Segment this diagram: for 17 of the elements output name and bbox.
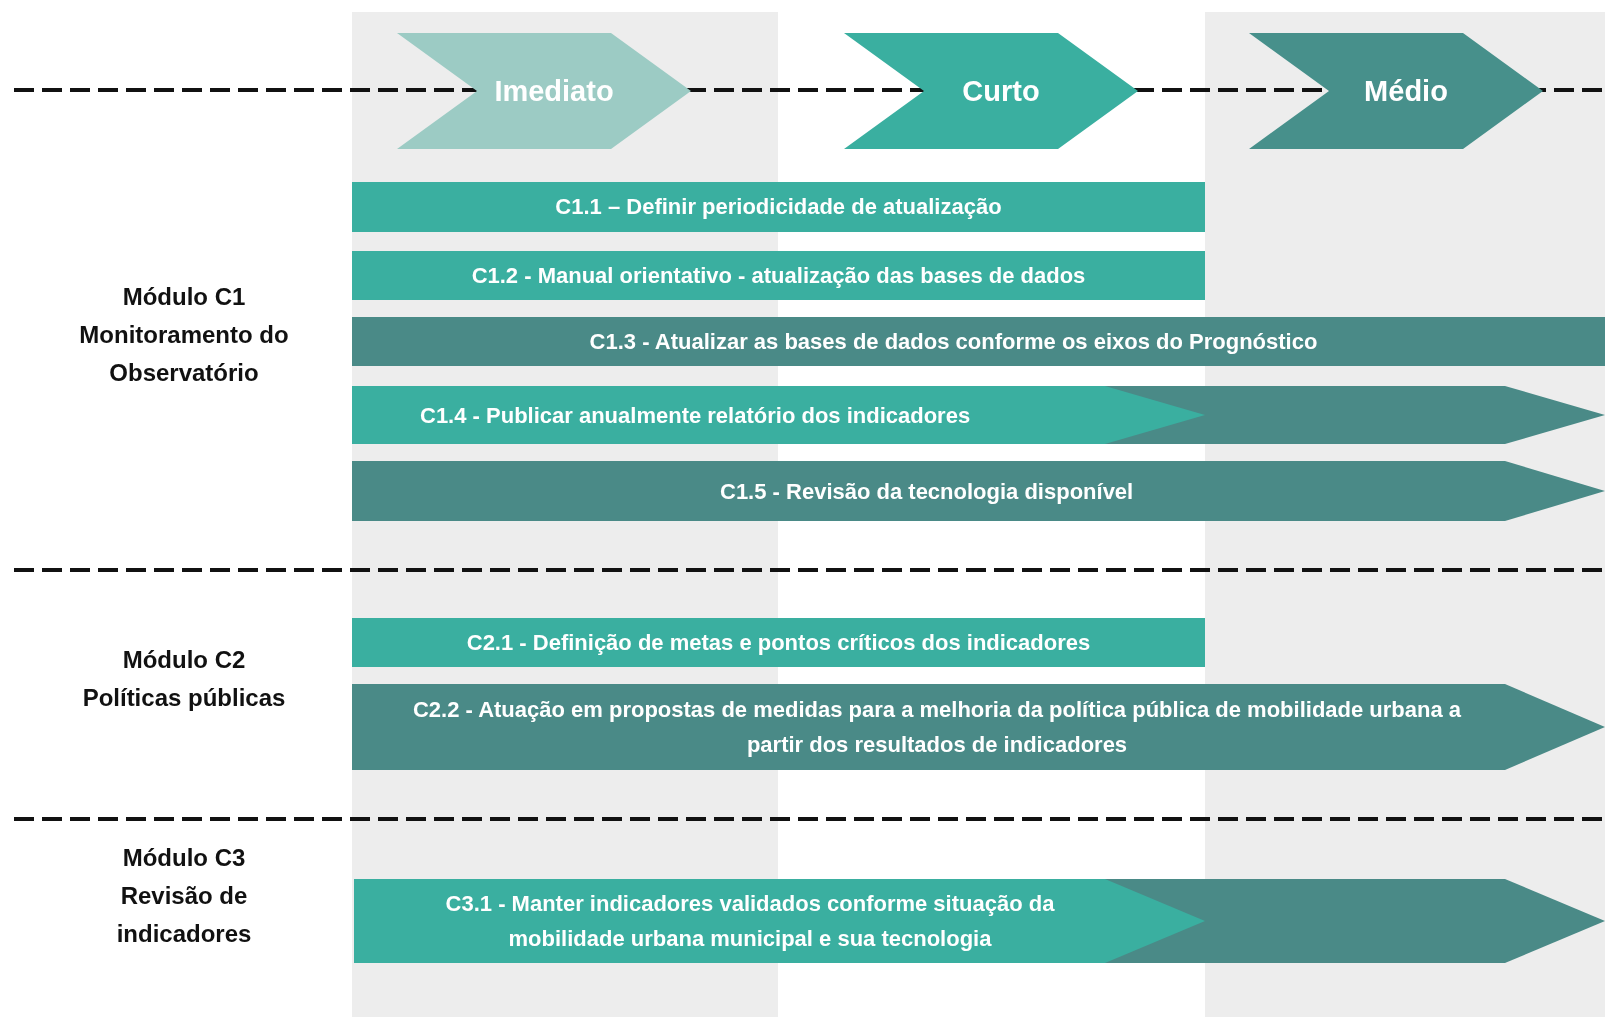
task-bar: C1.1 – Definir periodicidade de atualização xyxy=(352,182,1205,232)
module-title: Monitoramento do Observatório xyxy=(78,320,290,388)
task-bar: C2.2 - Atuação em propostas de medidas para a melhoria da política pública de mobilidade urbana a partir dos resultados de indicadores xyxy=(352,684,1605,770)
task-bar: C1.4 - Publicar anualmente relatório dos indicadores xyxy=(352,386,1605,444)
task-bar: C1.2 - Manual orientativo - atualização das bases de dados xyxy=(352,251,1205,300)
task-bar: C1.5 - Revisão da tecnologia disponível xyxy=(352,461,1605,521)
module-heading: Módulo C3 xyxy=(121,843,247,873)
module-title: Políticas públicas xyxy=(81,683,287,713)
task-bar: C1.3 - Atualizar as bases de dados conforme os eixos do Prognóstico xyxy=(352,317,1605,366)
phase-chevron: Médio xyxy=(1249,33,1543,149)
module-heading: Módulo C2 xyxy=(121,645,247,675)
module-heading: Módulo C1 xyxy=(121,282,247,312)
phase-chevron: Imediato xyxy=(397,33,691,149)
module-title: Revisão de indicadores xyxy=(115,881,253,949)
task-bar: C2.1 - Definição de metas e pontos críticos dos indicadores xyxy=(352,618,1205,667)
phase-chevron: Curto xyxy=(844,33,1138,149)
task-bar: C3.1 - Manter indicadores validados conforme situação da mobilidade urbana municipal e sua tecnologia xyxy=(354,879,1605,963)
